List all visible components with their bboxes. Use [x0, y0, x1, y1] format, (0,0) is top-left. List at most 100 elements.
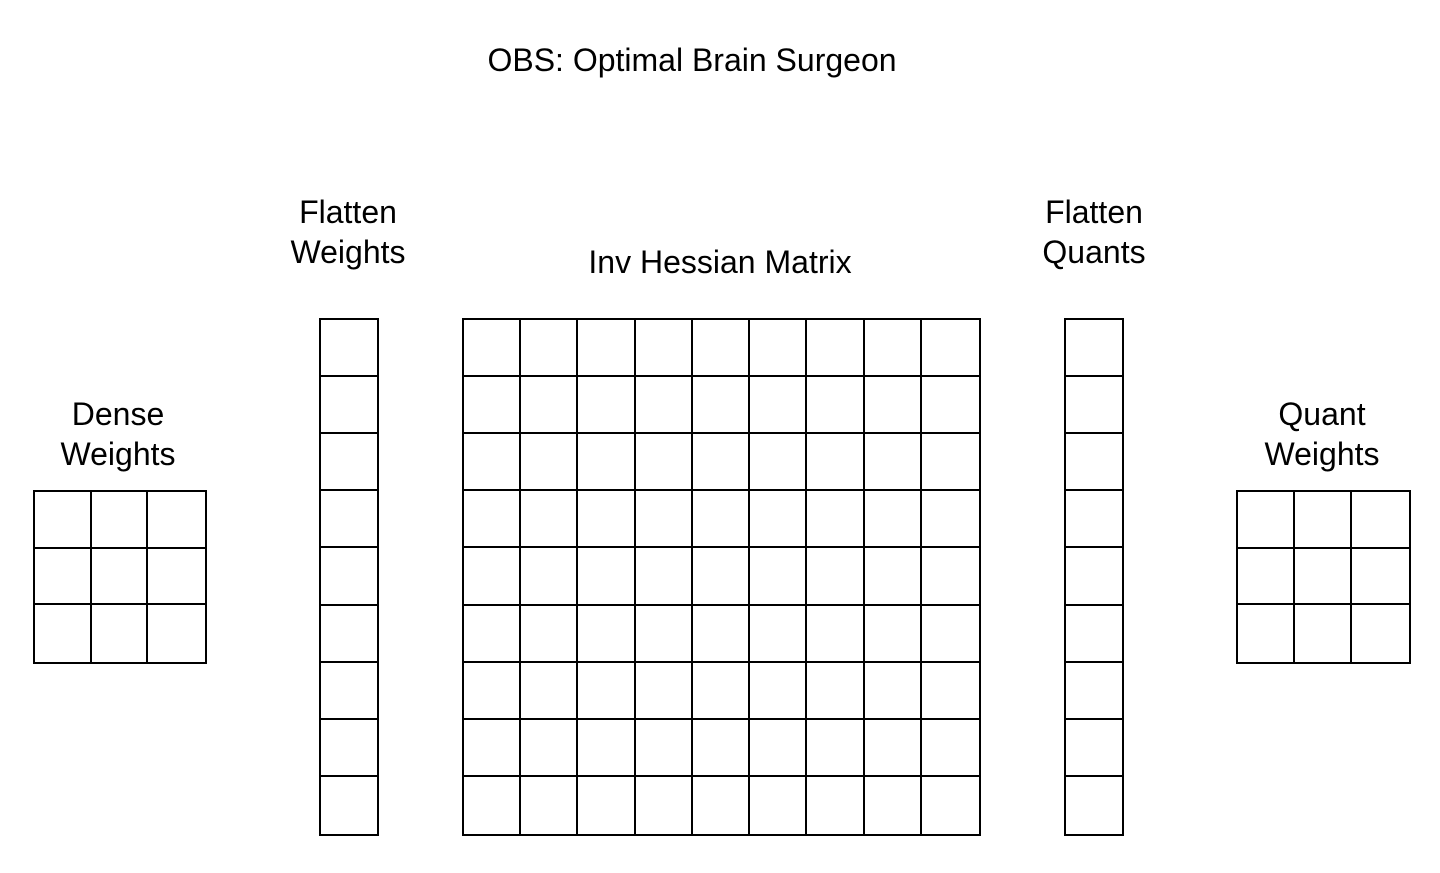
flatten-quants-label-line2: Quants	[1042, 234, 1146, 270]
matrix-cell	[578, 320, 636, 378]
matrix-cell	[750, 320, 808, 378]
matrix-cell	[1352, 492, 1409, 549]
dense-weights-label-line2: Weights	[60, 436, 176, 472]
diagram-title: OBS: Optimal Brain Surgeon	[487, 42, 897, 78]
matrix-cell	[148, 549, 205, 606]
matrix-cell	[750, 434, 808, 492]
matrix-cell	[521, 377, 579, 435]
matrix-cell	[1352, 605, 1409, 662]
matrix-cell	[321, 434, 377, 492]
matrix-cell	[321, 320, 377, 378]
matrix-cell	[91, 492, 149, 549]
matrix-cell	[921, 491, 979, 549]
matrix-cell	[321, 663, 377, 720]
matrix-cell	[635, 548, 693, 606]
matrix-cell	[321, 720, 377, 777]
matrix-cell	[692, 719, 751, 777]
matrix-cell	[693, 776, 751, 834]
matrix-cell	[864, 377, 922, 435]
matrix-cell	[921, 663, 979, 720]
matrix-cell	[865, 776, 922, 834]
matrix-cell	[807, 320, 865, 378]
matrix-cell	[521, 320, 579, 378]
matrix-cell	[635, 377, 693, 435]
matrix-cell	[1066, 606, 1122, 663]
matrix-cell	[807, 605, 865, 663]
matrix-cell	[692, 320, 751, 378]
matrix-cell	[807, 491, 865, 549]
matrix-cell	[35, 605, 92, 662]
matrix-cell	[321, 606, 377, 663]
matrix-cell	[750, 548, 808, 606]
matrix-cell	[464, 434, 522, 492]
matrix-cell	[521, 662, 579, 720]
matrix-cell	[864, 320, 922, 378]
matrix-cell	[807, 662, 865, 720]
matrix-cell	[1238, 492, 1295, 549]
matrix-cell	[921, 377, 979, 435]
flatten-weights-column	[319, 318, 379, 836]
matrix-cell	[635, 719, 693, 777]
matrix-cell	[521, 776, 579, 834]
matrix-cell	[521, 719, 579, 777]
matrix-cell	[521, 605, 579, 663]
matrix-cell	[1352, 549, 1409, 606]
matrix-cell	[635, 491, 693, 549]
matrix-cell	[635, 605, 693, 663]
matrix-cell	[1066, 434, 1122, 492]
matrix-cell	[692, 548, 751, 606]
flatten-quants-label-line1: Flatten	[1045, 194, 1143, 230]
matrix-cell	[921, 606, 979, 663]
matrix-cell	[578, 662, 636, 720]
matrix-cell	[921, 720, 979, 777]
matrix-cell	[750, 491, 808, 549]
matrix-cell	[1066, 491, 1122, 549]
dense-weights-label-line1: Dense	[71, 396, 165, 432]
matrix-cell	[807, 719, 865, 777]
matrix-cell	[692, 491, 751, 549]
matrix-cell	[91, 548, 149, 606]
flatten-quants-column	[1064, 318, 1124, 836]
matrix-cell	[864, 548, 922, 606]
matrix-cell	[1066, 548, 1122, 606]
inv-hessian-label: Inv Hessian Matrix	[588, 244, 852, 280]
matrix-cell	[807, 548, 865, 606]
matrix-cell	[864, 434, 922, 492]
matrix-cell	[921, 320, 979, 378]
matrix-cell	[692, 605, 751, 663]
matrix-cell	[578, 548, 636, 606]
matrix-cell	[521, 548, 579, 606]
matrix-cell	[807, 434, 865, 492]
matrix-cell	[321, 548, 377, 606]
flatten-quants-label: Flatten Quants	[1012, 192, 1176, 272]
matrix-cell	[1295, 548, 1352, 606]
matrix-cell	[636, 776, 693, 834]
quant-weights-label-line2: Weights	[1264, 436, 1380, 472]
matrix-cell	[464, 719, 522, 777]
matrix-cell	[464, 662, 522, 720]
matrix-cell	[692, 377, 751, 435]
matrix-cell	[922, 777, 979, 834]
matrix-cell	[692, 662, 751, 720]
matrix-cell	[321, 491, 377, 549]
matrix-cell	[750, 377, 808, 435]
matrix-cell	[864, 605, 922, 663]
matrix-cell	[521, 491, 579, 549]
matrix-cell	[92, 605, 149, 662]
dense-weights-grid	[33, 490, 207, 664]
quant-weights-label: Quant Weights	[1242, 394, 1402, 474]
flatten-weights-label-line1: Flatten	[299, 194, 397, 230]
inv-hessian-matrix-grid	[462, 318, 981, 836]
matrix-cell	[1066, 377, 1122, 435]
matrix-cell	[35, 492, 92, 549]
matrix-cell	[1238, 548, 1295, 606]
matrix-cell	[464, 776, 522, 834]
matrix-cell	[1066, 777, 1122, 834]
matrix-cell	[578, 434, 636, 492]
matrix-cell	[578, 776, 636, 834]
matrix-cell	[635, 662, 693, 720]
matrix-cell	[921, 434, 979, 492]
quant-weights-grid	[1236, 490, 1411, 664]
matrix-cell	[321, 377, 377, 435]
matrix-cell	[148, 605, 205, 662]
